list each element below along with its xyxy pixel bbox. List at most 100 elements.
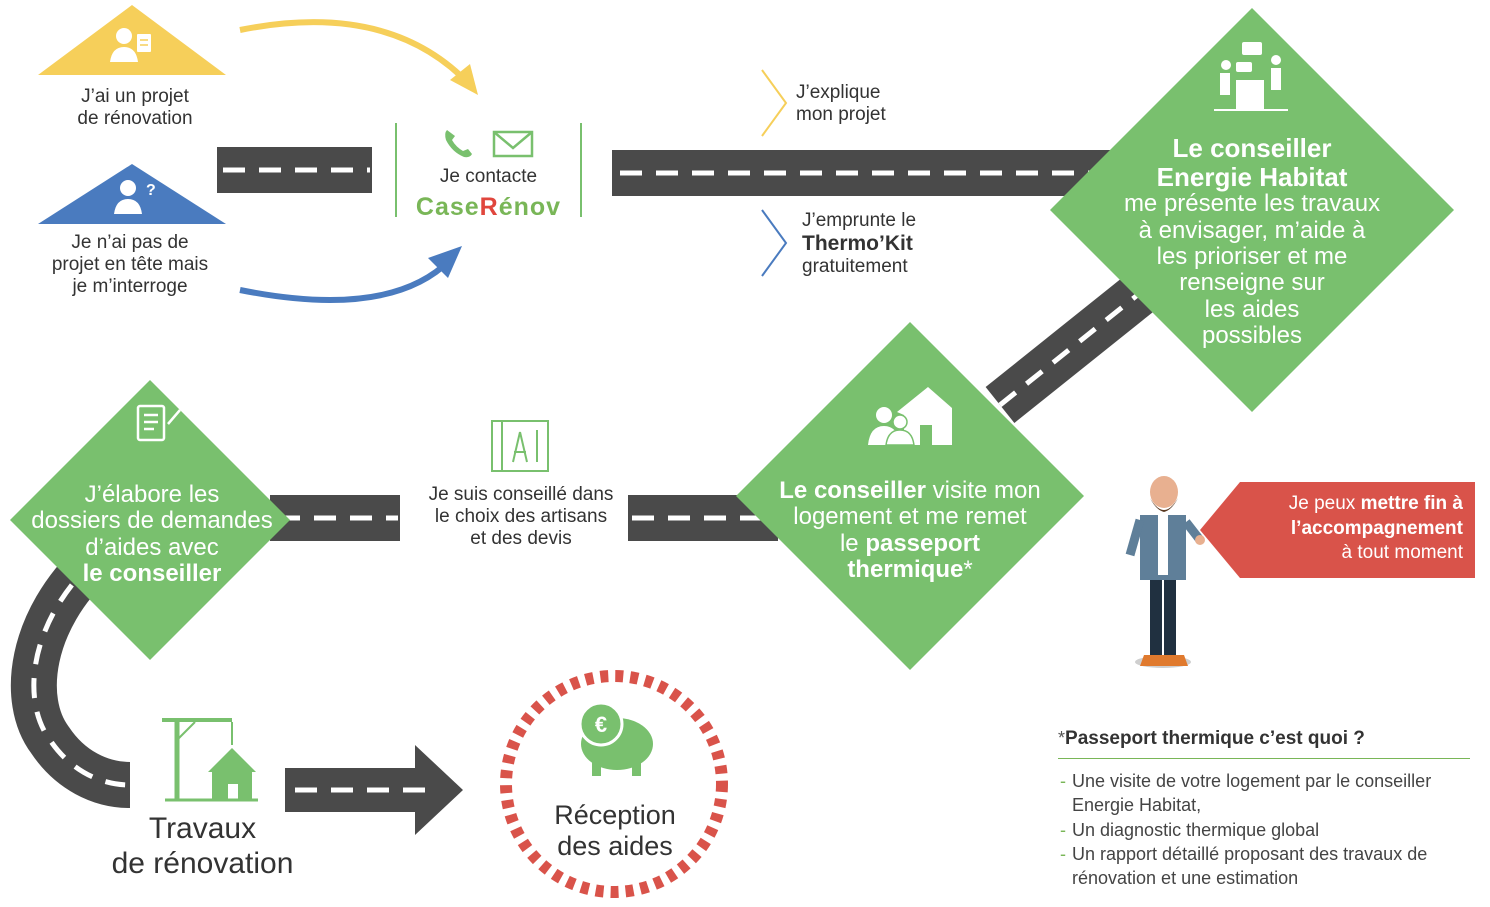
stop-line1: Je peux mettre fin à	[1289, 492, 1463, 517]
passeport-note-title: *Passeport thermique c’est quoi ?	[1058, 728, 1478, 750]
passeport-note-item: Un rapport détaillé proposant des travau…	[1058, 842, 1478, 891]
visit-line1-text: visite mon	[932, 477, 1041, 504]
contact-caption: Je contacte	[398, 166, 579, 188]
advisor-line1: me présente les travaux	[1123, 190, 1381, 218]
visit-le: le	[839, 529, 859, 557]
travaux-caption: Travaux de rénovation	[90, 812, 315, 881]
svg-text:?: ?	[146, 182, 156, 199]
passeport-note-item: Une visite de votre logement par le cons…	[1058, 769, 1478, 818]
blue-curved-arrow	[239, 257, 453, 303]
thermokit-caption-line3: gratuitement	[802, 255, 908, 277]
no-project-caption-line3: je m’interroge	[72, 275, 188, 297]
brand-part-case: Case	[415, 193, 480, 221]
visit-bold-passeport: passeport	[865, 529, 981, 557]
road-start	[217, 147, 372, 193]
form-pen-icon	[136, 404, 181, 442]
visit-line4: thermique*	[760, 556, 1060, 584]
visit-line1: Le conseiller visite mon	[760, 477, 1060, 504]
road-diagonal	[985, 267, 1165, 423]
project-caption-line2: de rénovation	[77, 107, 193, 129]
reception-caption: Réception des aides	[530, 800, 700, 862]
road-arrow	[285, 745, 463, 835]
road-top	[612, 150, 1122, 196]
passeport-note: *Passeport thermique c’est quoi ? Une vi…	[1058, 728, 1478, 890]
artisans-caption: Je suis conseillé dans le choix des arti…	[410, 484, 632, 550]
yellow-chevron	[761, 69, 788, 137]
artisans-line2: le choix des artisans	[434, 505, 608, 527]
person-question-icon: ?	[114, 180, 156, 214]
explain-caption: J’explique mon projet	[796, 82, 936, 126]
yellow-curved-arrow	[239, 19, 473, 88]
advisor-line3: les prioriser et me	[1156, 242, 1348, 270]
advisor-line2: à envisager, m’aide à	[1138, 216, 1366, 244]
explain-caption-line2: mon projet	[796, 103, 886, 125]
phone-icon	[445, 130, 472, 158]
caserenov-brand: CaseRénov	[398, 193, 579, 222]
yellow-arrow-head	[450, 64, 478, 95]
mail-icon	[492, 130, 534, 158]
piggy-bank-euro-icon: €	[578, 701, 653, 776]
advisor-title-line2: Energie Habitat	[1156, 161, 1348, 192]
passeport-note-star: *	[1058, 728, 1066, 748]
project-caption-line1: J’ai un projet	[81, 86, 189, 107]
visit-bold-advisor: Le conseiller	[779, 477, 926, 504]
thermokit-caption-line1: J’emprunte le	[802, 210, 917, 231]
crane-house-icon	[162, 718, 258, 802]
advisor-diamond	[1050, 8, 1454, 412]
reception-line1: Réception	[554, 800, 676, 830]
no-project-caption-line2: projet en tête mais	[51, 253, 209, 275]
visit-star: *	[963, 556, 973, 584]
no-project-caption: Je n’ai pas de projet en tête mais je m’…	[40, 232, 220, 298]
travaux-line2: de rénovation	[111, 846, 294, 880]
project-caption: J’ai un projet de rénovation	[60, 86, 210, 130]
no-project-triangle: ?	[38, 164, 226, 224]
thermokit-caption-line2: Thermo’Kit	[802, 231, 913, 255]
explain-caption-line1: J’explique	[796, 82, 881, 103]
meeting-icon	[1214, 42, 1288, 111]
brand-part-enov: énov	[498, 193, 562, 221]
dossiers-line1: J’élabore les	[84, 481, 220, 508]
dossiers-line3: d’aides avec	[85, 533, 219, 561]
passeport-note-rule	[1058, 758, 1470, 759]
advisor-line5: les aides	[1204, 295, 1300, 323]
stop-bold1: mettre fin à	[1360, 493, 1463, 514]
stop-callout-shape	[1200, 482, 1475, 578]
visit-text: Le conseiller visite mon logement et me …	[760, 477, 1060, 584]
reception-ring	[500, 670, 728, 898]
visit-line2: logement et me remet	[793, 503, 1027, 531]
stop-callout-text: Je peux mettre fin à l’accompagnement à …	[1289, 492, 1463, 566]
people-house-icon	[868, 387, 952, 446]
passeport-note-title-text: Passeport thermique c’est quoi ?	[1065, 728, 1365, 749]
passeport-note-list: Une visite de votre logement par le cons…	[1058, 769, 1478, 890]
artisans-line1: Je suis conseillé dans	[428, 484, 614, 505]
blueprint-compass-icon	[491, 420, 549, 472]
visit-diamond	[736, 322, 1084, 670]
contact-caption-line1: Je contacte	[439, 166, 538, 187]
advisor-title-line1: Le conseiller	[1172, 133, 1332, 163]
advisor-line6: possibles	[1201, 322, 1303, 350]
travaux-line1: Travaux	[148, 812, 257, 845]
project-triangle	[38, 5, 226, 75]
stop-callout: Je peux mettre fin à l’accompagnement à …	[1200, 482, 1475, 578]
person-illustration	[1125, 476, 1205, 668]
blue-arrow-head	[428, 246, 462, 278]
svg-text:€: €	[595, 712, 607, 737]
stop-line2: à tout moment	[1341, 542, 1463, 564]
passeport-note-item: Un diagnostic thermique global	[1058, 818, 1478, 843]
dossiers-line2: dossiers de demandes	[31, 507, 273, 535]
stop-line1-text: Je peux	[1288, 493, 1356, 514]
dossiers-text: J’élabore les dossiers de demandes d’aid…	[22, 481, 282, 588]
road-curve	[10, 543, 132, 808]
brand-part-r: R	[479, 193, 499, 221]
no-project-caption-line1: Je n’ai pas de	[71, 232, 189, 253]
blue-chevron	[761, 209, 788, 277]
artisans-line3: et des devis	[470, 527, 572, 549]
advisor-line4: renseigne sur	[1179, 269, 1325, 297]
stop-bold2: l’accompagnement	[1290, 517, 1463, 539]
visit-bold-thermique: thermique	[847, 556, 964, 584]
person-document-icon	[110, 28, 151, 62]
visit-line3: le passeport	[760, 529, 1060, 557]
dossiers-bold: le conseiller	[82, 560, 222, 588]
advisor-text: Le conseiller Energie Habitat me présent…	[1100, 134, 1404, 350]
